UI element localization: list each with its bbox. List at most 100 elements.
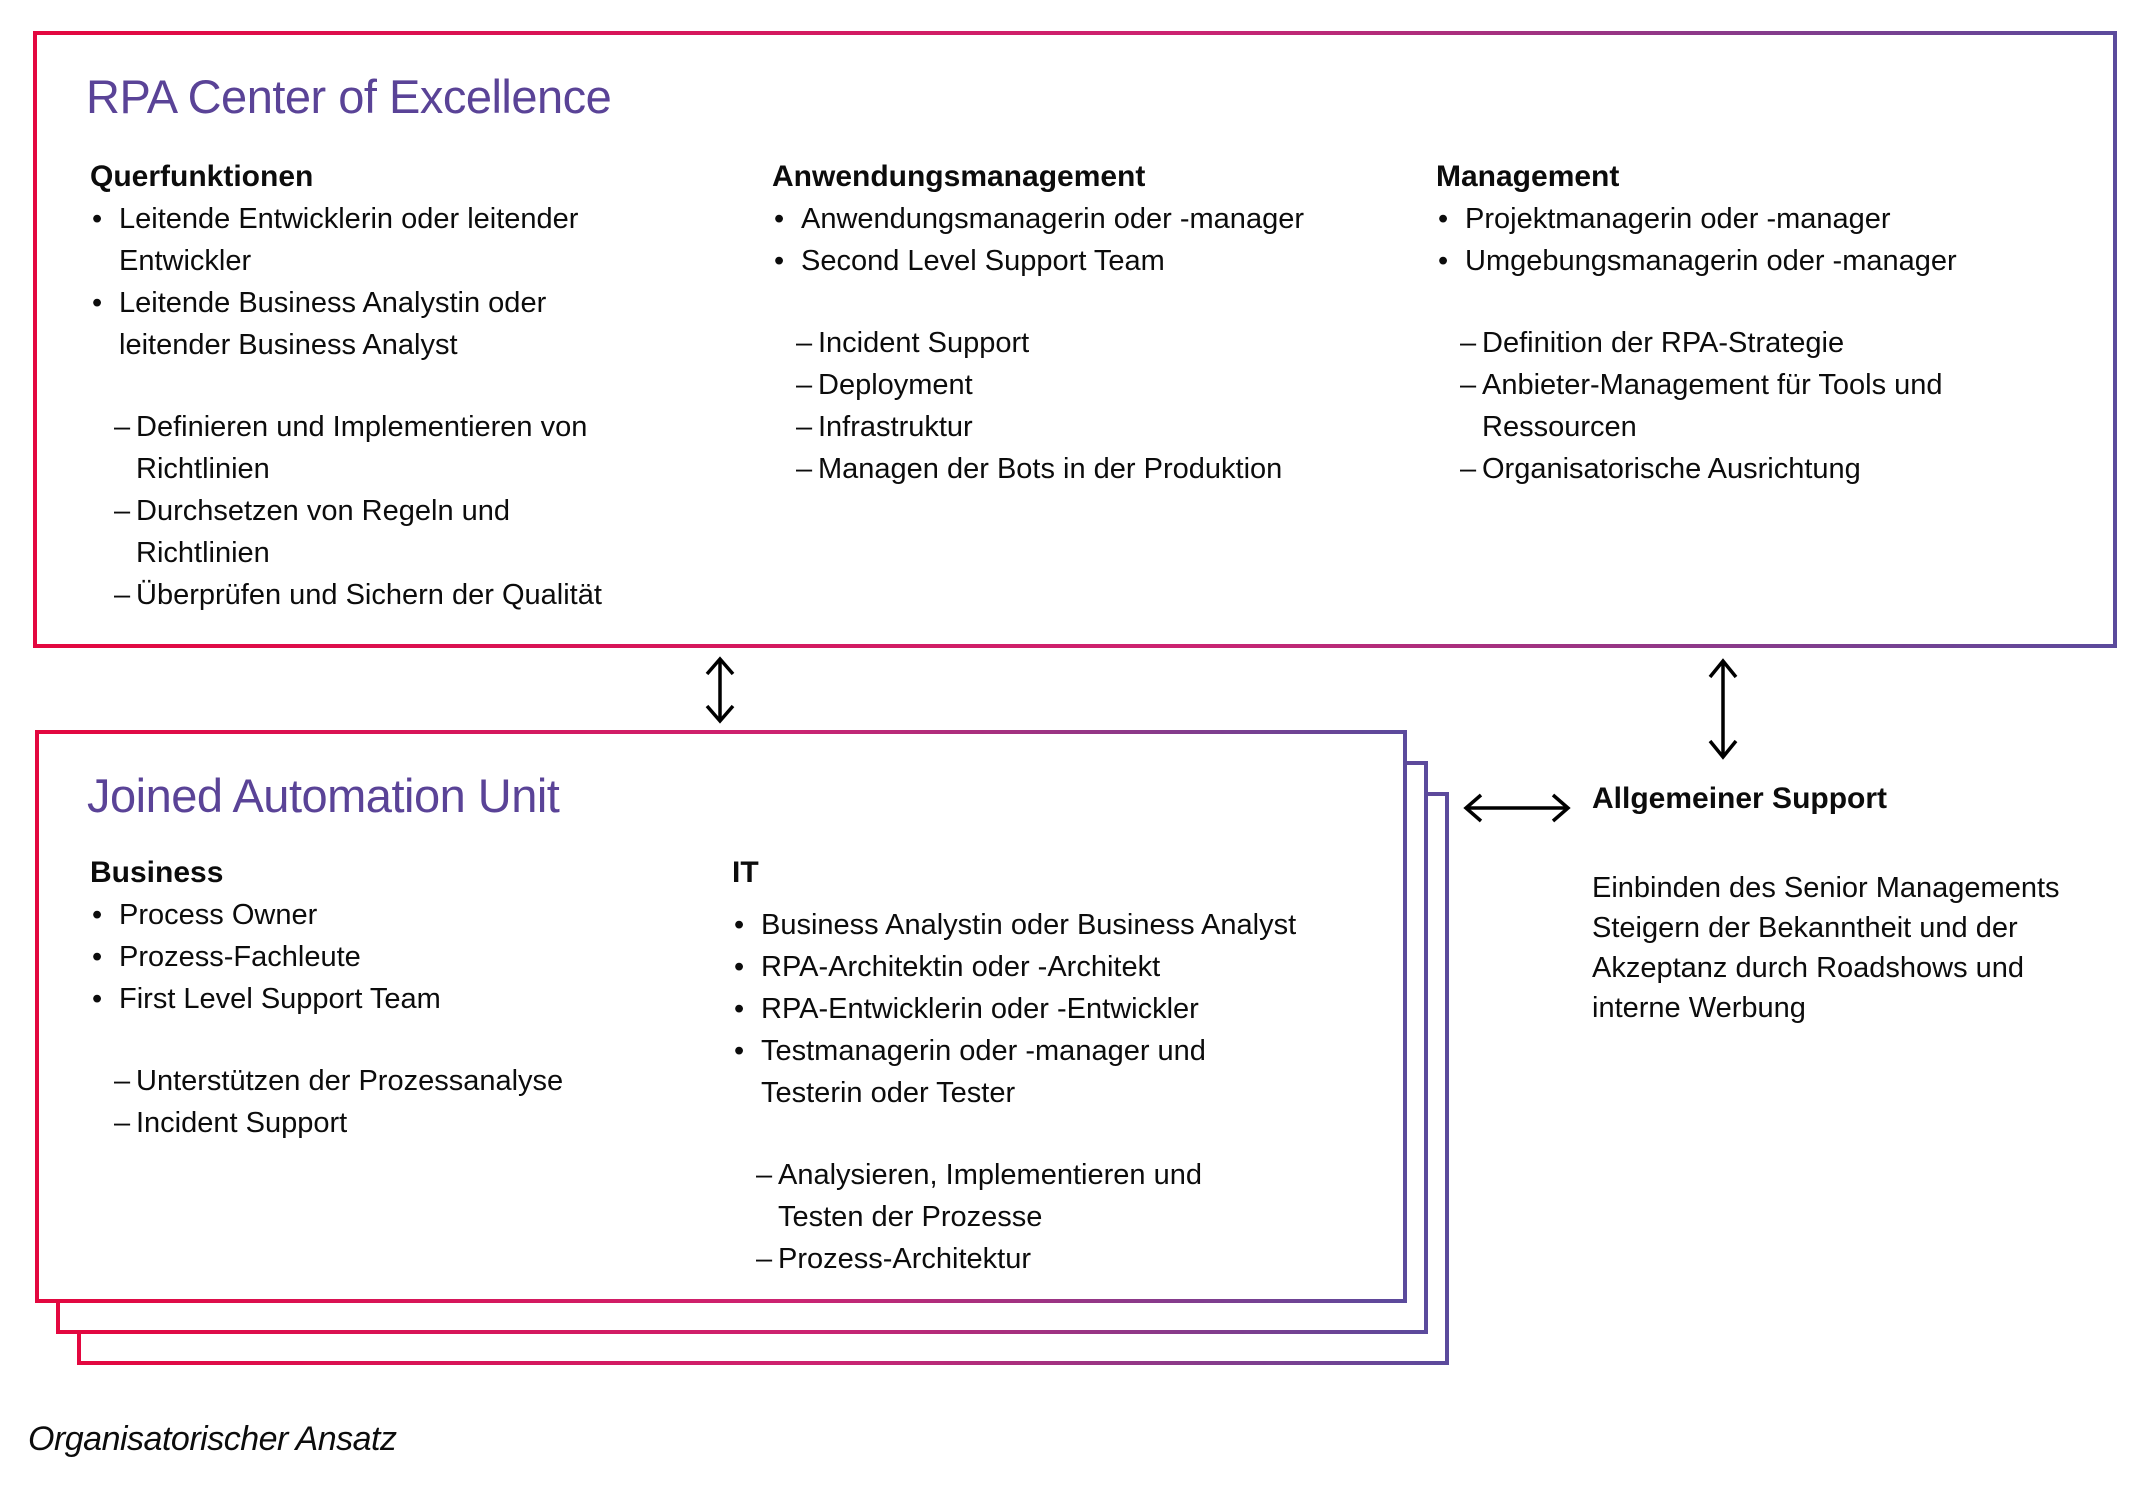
bullet-marker-icon: •: [1438, 245, 1449, 277]
bullet-marker-icon: •: [92, 287, 103, 319]
list-spacer: [732, 1114, 1392, 1154]
item-text: Managen der Bots in der Produktion: [818, 453, 1283, 485]
bullet-item: • First Level Support Team: [90, 978, 690, 1020]
column-anwendungsmanagement: Anwendungsmanagement • Anwendungsmanageri…: [772, 156, 1422, 490]
item-text: Projektmanagerin oder -manager: [1465, 203, 1891, 235]
bullet-item: • Business Analystin oder Business Analys…: [732, 904, 1392, 946]
dash-item: –Infrastruktur: [796, 406, 1422, 448]
dash-marker-icon: –: [114, 495, 131, 527]
column-it: IT • Business Analystin oder Business Ana…: [732, 852, 1392, 1280]
dash-item: –Deployment: [796, 364, 1422, 406]
item-text: Leitende Business Analystin oder leitend…: [119, 287, 547, 361]
bullet-item: • Umgebungsmanagerin oder -manager: [1436, 240, 2106, 282]
double-arrow-horizontal-icon: [1461, 786, 1573, 830]
list-spacer: [772, 282, 1422, 322]
column-heading: IT: [732, 856, 759, 889]
column-management: Management • Projektmanagerin oder -manag…: [1436, 156, 2106, 490]
allgemeiner-support-text: Einbinden des Senior Managements Steiger…: [1592, 872, 2060, 1024]
item-text: Testmanagerin oder -manager und Testerin…: [761, 1035, 1206, 1109]
joined-automation-unit-title: Joined Automation Unit: [87, 769, 560, 822]
column-heading: Business: [90, 856, 224, 889]
column-item-list: • Process Owner • Prozess-Fachleute • First L…: [90, 894, 690, 1144]
dash-item: –Organisatorische Ausrichtung: [1460, 448, 2106, 490]
double-arrow-vertical-icon: [698, 655, 742, 725]
bullet-item: • RPA-Entwicklerin oder -Entwickler: [732, 988, 1392, 1030]
item-text: Anwendungsmanagerin oder -manager: [801, 203, 1304, 235]
item-text: RPA-Entwicklerin oder -Entwickler: [761, 993, 1199, 1025]
dash-marker-icon: –: [1460, 327, 1477, 359]
list-spacer: [90, 1020, 690, 1060]
item-text: Business Analystin oder Business Analyst: [761, 909, 1297, 941]
bullet-item: • Projektmanagerin oder -manager: [1436, 198, 2106, 240]
column-heading: Management: [1436, 160, 1620, 193]
dash-item: –Anbieter-Management für Tools und Resso…: [1460, 364, 2106, 448]
bullet-marker-icon: •: [734, 909, 745, 941]
bullet-item: • Prozess-Fachleute: [90, 936, 690, 978]
dash-item: –Durchsetzen von Regeln und Richtlinien: [114, 490, 730, 574]
bullet-item: •Second Level Support Team: [772, 240, 1422, 282]
item-text: Prozess-Fachleute: [119, 941, 361, 973]
column-item-list: • Projektmanagerin oder -manager • Umgebung…: [1436, 198, 2106, 490]
bullet-item: • Leitende Business Analystin oder leiten…: [90, 282, 730, 366]
bullet-marker-icon: •: [734, 993, 745, 1025]
bullet-item: • Anwendungsmanagerin oder -manager: [772, 198, 1422, 240]
dash-marker-icon: –: [756, 1243, 773, 1275]
dash-marker-icon: –: [114, 411, 131, 443]
dash-item: –Incident Support: [114, 1102, 690, 1144]
dash-item: –Überprüfen und Sichern der Qualität: [114, 574, 730, 616]
item-text: Definition der RPA-Strategie: [1482, 327, 1845, 359]
dash-item: –Prozess-Architektur: [756, 1238, 1392, 1280]
dash-marker-icon: –: [796, 369, 813, 401]
column-business: Business • Process Owner • Prozess-Fachleut…: [90, 852, 690, 1144]
item-text: Definieren und Implementieren von Richtl…: [136, 411, 588, 485]
bullet-marker-icon: •: [774, 203, 785, 235]
list-spacer: [1436, 282, 2106, 322]
dash-marker-icon: –: [114, 1065, 131, 1097]
bullet-marker-icon: •: [92, 941, 103, 973]
dash-item: –Definieren und Implementieren von Richt…: [114, 406, 730, 490]
dash-marker-icon: –: [796, 453, 813, 485]
rpa-center-of-excellence-title: RPA Center of Excellence: [86, 70, 612, 123]
dash-marker-icon: –: [796, 411, 813, 443]
item-text: Durchsetzen von Regeln und Richtlinien: [136, 495, 511, 569]
item-text: Anbieter-Management für Tools und Ressou…: [1482, 369, 1943, 443]
item-text: Incident Support: [818, 327, 1030, 359]
column-item-list: • Leitende Entwicklerin oder leitender En…: [90, 198, 730, 616]
bullet-marker-icon: •: [92, 203, 103, 235]
bullet-marker-icon: •: [92, 899, 103, 931]
item-text: Infrastruktur: [818, 411, 973, 443]
dash-item: –Unterstützen der Prozessanalyse: [114, 1060, 690, 1102]
rpa-center-of-excellence-box: RPA Center of Excellence Querfunktionen …: [33, 31, 2117, 648]
dash-marker-icon: –: [1460, 453, 1477, 485]
item-text: Umgebungsmanagerin oder -manager: [1465, 245, 1957, 277]
diagram-caption: Organisatorischer Ansatz: [28, 1420, 397, 1458]
dash-item: –Incident Support: [796, 322, 1422, 364]
bullet-marker-icon: •: [734, 951, 745, 983]
item-text: First Level Support Team: [119, 983, 441, 1015]
dash-marker-icon: –: [796, 327, 813, 359]
list-spacer: [90, 366, 730, 406]
item-text: Prozess-Architektur: [778, 1243, 1032, 1275]
item-text: Deployment: [818, 369, 973, 401]
dash-marker-icon: –: [1460, 369, 1477, 401]
item-text: Überprüfen und Sichern der Qualität: [136, 579, 602, 611]
bullet-item: •Testmanagerin oder -manager und Testeri…: [732, 1030, 1392, 1114]
dash-marker-icon: –: [756, 1159, 773, 1191]
item-text: Process Owner: [119, 899, 318, 931]
dash-marker-icon: –: [114, 579, 131, 611]
column-item-list: • Anwendungsmanagerin oder -manager •Secon…: [772, 198, 1422, 490]
bullet-marker-icon: •: [92, 983, 103, 1015]
allgemeiner-support-heading: Allgemeiner Support: [1592, 782, 1888, 815]
item-text: RPA-Architektin oder -Architekt: [761, 951, 1161, 983]
bullet-item: • Leitende Entwicklerin oder leitender En…: [90, 198, 730, 282]
column-querfunktionen: Querfunktionen •Leitende Entwicklerin od…: [90, 156, 730, 616]
item-text: Leitende Entwicklerin oder leitender Ent…: [119, 203, 579, 277]
dash-marker-icon: –: [114, 1107, 131, 1139]
dash-item: –Definition der RPA-Strategie: [1460, 322, 2106, 364]
dash-item: –Analysieren, Implementieren und Testen …: [756, 1154, 1392, 1238]
item-text: Organisatorische Ausrichtung: [1482, 453, 1861, 485]
column-item-list: • Business Analystin oder Business Analys…: [732, 894, 1392, 1280]
bullet-marker-icon: •: [1438, 203, 1449, 235]
column-heading: Anwendungsmanagement: [772, 160, 1146, 193]
